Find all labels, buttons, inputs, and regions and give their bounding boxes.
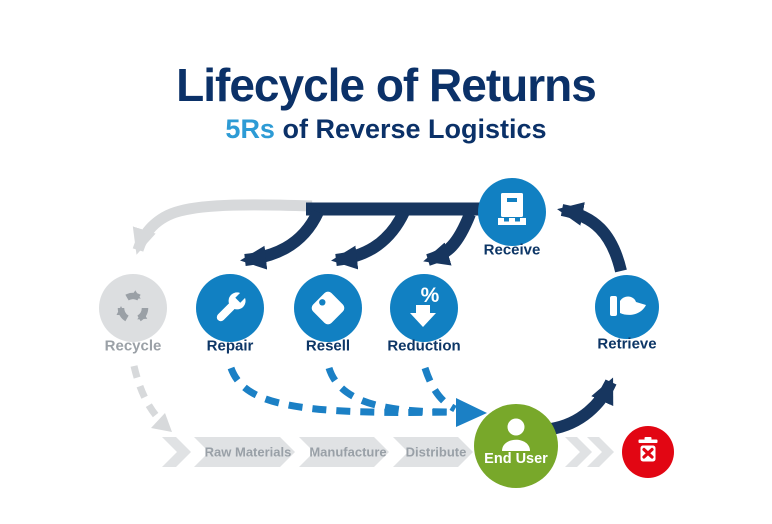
end-user-label: End User [484, 451, 548, 467]
wrench-icon [216, 290, 248, 322]
percent-down-arrow-icon: % [410, 284, 440, 327]
person-icon [502, 418, 530, 451]
hand-receive-icon [610, 296, 646, 316]
resell-label: Resell [305, 337, 351, 355]
receive-node [478, 178, 546, 246]
reduction-label: Reduction [387, 337, 461, 355]
dashed-arrowhead-to-enduser [456, 398, 487, 427]
repair-node [196, 274, 264, 342]
package-on-pallet-icon [498, 193, 526, 225]
reduction-node: % [390, 274, 458, 342]
arrow-receive-to-reduction [423, 211, 476, 266]
arrow-receive-to-resell [331, 209, 410, 270]
chevron-after-enduser-2 [587, 437, 614, 467]
recycle-arrows-icon [116, 290, 149, 322]
chevron-distribute [393, 437, 473, 467]
arrow-receive-to-repair [240, 209, 324, 270]
stage-raw-materials: Raw Materials [204, 444, 292, 460]
subtitle-rest: of Reverse Logistics [274, 114, 547, 144]
dashed-arrow-recycle-to-rawmaterials [130, 365, 162, 422]
arrow-retrieve-to-receive [557, 202, 627, 273]
percent-glyph: % [421, 284, 440, 307]
receive-label: Receive [483, 241, 541, 259]
recycle-node [99, 274, 167, 342]
resell-node [294, 274, 362, 342]
supply-chain-ribbon [162, 437, 614, 467]
retrieve-node [595, 275, 659, 339]
dashed-arrow-reduction-to-enduser [421, 366, 457, 413]
chevron-lead [162, 437, 191, 467]
arrow-enduser-to-retrieve [549, 377, 617, 435]
dashed-arrow-resell-to-enduser [325, 366, 449, 416]
arrow-receive-to-recycle [132, 199, 313, 255]
price-tag-icon [311, 291, 345, 325]
chevron-after-enduser-1 [565, 437, 592, 467]
retrieve-label: Retrieve [597, 335, 657, 353]
dashed-arrowhead-recycle [151, 413, 172, 432]
recycle-label: Recycle [104, 337, 162, 355]
stage-distribute: Distribute [405, 444, 467, 460]
chevron-raw-materials [194, 437, 295, 467]
stage-manufacture: Manufacture [309, 444, 387, 460]
page-title: Lifecycle of Returns [176, 59, 597, 111]
subtitle-highlight: 5Rs [225, 114, 275, 144]
trash-x-icon [638, 437, 658, 462]
end-user-node [474, 404, 558, 488]
disposal-node [622, 426, 674, 478]
page-subtitle: 5Rs of Reverse Logistics [0, 114, 772, 145]
chevron-manufacture [299, 437, 389, 467]
repair-label: Repair [206, 337, 254, 355]
